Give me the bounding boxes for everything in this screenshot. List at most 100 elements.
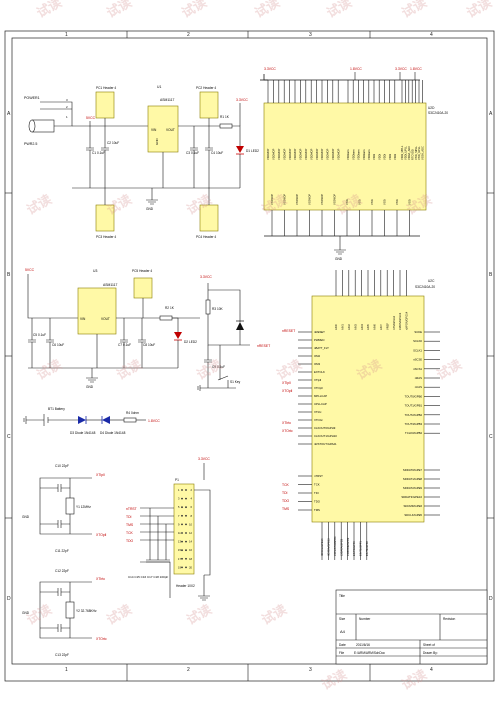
u2c-left-pin-1: PWREN xyxy=(314,338,324,342)
cap-c13: C13 22pF xyxy=(55,653,69,657)
watermark-20: 试读 xyxy=(104,602,134,628)
u2c-leftb-pin-4: TMS xyxy=(314,508,320,512)
u1-gnd: GND xyxy=(155,138,159,146)
u2c-rightb-pin-3: SDDAT3/GPE10 xyxy=(401,495,422,499)
caps-c3-c4: C3 0.1uF C4 10uF xyxy=(186,126,223,188)
u2d-pin-right-6: VSSA_ADC xyxy=(421,146,425,160)
u2c-left-pin-13: CLKOUT1/GPH10 xyxy=(314,434,337,438)
u2c-left-pin-5: EXTCLK xyxy=(314,370,325,374)
u3-part: ASM1117 xyxy=(103,283,117,287)
drawn-label: Drawn By: xyxy=(423,651,438,655)
u2c-top-pin-1: AIN1 xyxy=(341,324,345,330)
u2d-pin-right-0: VDDi_MPLL xyxy=(400,145,404,160)
u2c-bottom-pin-1: IICSDA/GPE15 xyxy=(327,538,331,556)
u2c-left-pin-7: XTOpll xyxy=(314,386,323,390)
jtag-tck: TCK xyxy=(126,531,134,535)
jack-pin-3: 3 xyxy=(66,98,68,102)
jtag-pin-4: 4 xyxy=(191,497,193,501)
mcu-io-block: U2C S3C2410A-20 nRESETPWRENnBATT_FLTOM2O… xyxy=(282,270,440,560)
jtag-part: Header 10X2 xyxy=(176,584,195,588)
u2c-left-pin-14: nRSTOUT/GPA21 xyxy=(314,442,337,446)
jtag-pin-19: 19 xyxy=(178,565,181,569)
led-d1-label: D1 LED2 xyxy=(246,149,259,153)
jtag-pin-20: 20 xyxy=(189,565,192,569)
ground-c-label: GND xyxy=(22,515,30,519)
switch-s1: S1 Key xyxy=(230,380,241,384)
net-nreset-label: nRESET xyxy=(257,344,270,348)
u2d-pin-topb-0: VDDiarm xyxy=(346,149,350,160)
col-label-2-bottom: 2 xyxy=(187,667,190,673)
jack-pin-1: 1 xyxy=(66,115,68,119)
col-label-4: 4 xyxy=(430,32,433,38)
led-d2-label: D2 LED2 xyxy=(184,340,197,344)
jtag-pin-10: 10 xyxy=(189,522,192,526)
sheet-label: Sheet of xyxy=(423,643,435,647)
u2c-bottom-pin-7: EINT2/GPF2 xyxy=(365,541,369,556)
jtag-pin-6: 6 xyxy=(191,505,193,509)
jtag-ref: P1 xyxy=(175,478,179,482)
jtag-pin-17: 17 xyxy=(178,557,181,561)
header-pc2 xyxy=(199,91,219,119)
jtag-pin-16: 16 xyxy=(189,548,192,552)
u2d-pin-top-1: VDDMOP xyxy=(272,148,276,160)
watermark-3: 试读 xyxy=(252,0,282,21)
watermark-21: 试读 xyxy=(184,602,214,628)
net-33vcc-u2d-b: 3.3VCC xyxy=(395,67,407,71)
title-label: Title xyxy=(339,594,345,598)
u2c-net-tdo: TDO xyxy=(282,499,290,503)
u2d-pin-gnd-8: VSSi xyxy=(370,199,374,205)
u2c-right-pin-3: nSCS0 xyxy=(413,358,422,362)
row-label-a-right: A xyxy=(489,111,493,117)
jtag-pin-13: 13 xyxy=(178,540,181,544)
u2d-pin-topb-7: VDDi xyxy=(383,154,387,160)
col-label-2: 2 xyxy=(187,32,190,38)
col-label-1-bottom: 1 xyxy=(65,667,68,673)
u2d-pin-gnd-10: VSSi xyxy=(395,199,399,205)
jtag-pin-3: 3 xyxy=(178,497,180,501)
date-value: 2011/6/16 xyxy=(356,643,370,647)
u2c-left-pin-8: MPLLCAP xyxy=(314,394,327,398)
net-33vcc-u2d: 3.3VCC xyxy=(264,67,276,71)
u2d-pin-right-1: VDDi_UPLL xyxy=(404,145,408,160)
mcu-power-block: 3.3VCC 1.8VCC 3.3VCC 1.8VCC U2D S3C2410A… xyxy=(260,67,448,261)
u2d-pin-top-7: VDDMOP xyxy=(304,148,308,160)
crystal-y2-label: Y2 32.768KHz xyxy=(76,609,97,613)
u2c-left-pin-9: UPLLCAP xyxy=(314,402,327,406)
jtag-ntrst: nTRST xyxy=(126,507,137,511)
u2c-right-pin-2: SCLK1 xyxy=(413,348,422,352)
u2d-pin-topb-9: VDDi xyxy=(393,154,397,160)
crystal-y2 xyxy=(65,601,75,619)
jtag-tdo: TDO xyxy=(126,539,134,543)
u2c-right-pin-0: SCKE xyxy=(414,330,422,334)
watermark-5: 试读 xyxy=(399,0,429,21)
u2c-ref: U2C xyxy=(428,279,435,283)
u2c-net-xtirtc: XTIrtc xyxy=(282,421,291,425)
net-xtortc-label: XTOrtc xyxy=(96,637,107,641)
u2c-top-pin-6: AIN6 xyxy=(373,324,377,330)
ground-a-label: GND xyxy=(146,207,154,211)
watermark-1: 试读 xyxy=(104,0,134,21)
u2d-pin-right-4: VSSi_MPLL xyxy=(414,145,418,160)
date-label: Date xyxy=(339,643,346,647)
u2d-pin-topb-5: VDDi xyxy=(372,154,376,160)
battery-bt1: BT1 Battery xyxy=(48,407,65,411)
jtag-pin-18: 18 xyxy=(189,557,192,561)
cap-c6: C6 10uF xyxy=(52,343,64,347)
sheet-frame xyxy=(4,30,495,682)
u1-vin: VIN xyxy=(151,128,157,132)
u2d-pin-gnd-4: VSSMOP xyxy=(320,194,324,205)
watermark-23: 试读 xyxy=(319,667,349,693)
u1-vout: VOUT xyxy=(166,128,175,132)
u2c-net-xtortc: XTOrtc xyxy=(282,429,293,433)
jtag-pin-11: 11 xyxy=(178,531,181,535)
u2c-net-xtpi: XTIpll xyxy=(282,381,291,385)
net-33vcc-reset: 3.3VCC xyxy=(200,275,212,279)
net-33vcc-a: 3.3VCC xyxy=(236,98,248,102)
watermark-6: 试读 xyxy=(464,0,494,21)
led-d2 xyxy=(174,332,182,339)
u2c-top-pin-3: AIN3 xyxy=(353,324,357,330)
net-5vcc-b: 5VCC xyxy=(25,268,35,272)
